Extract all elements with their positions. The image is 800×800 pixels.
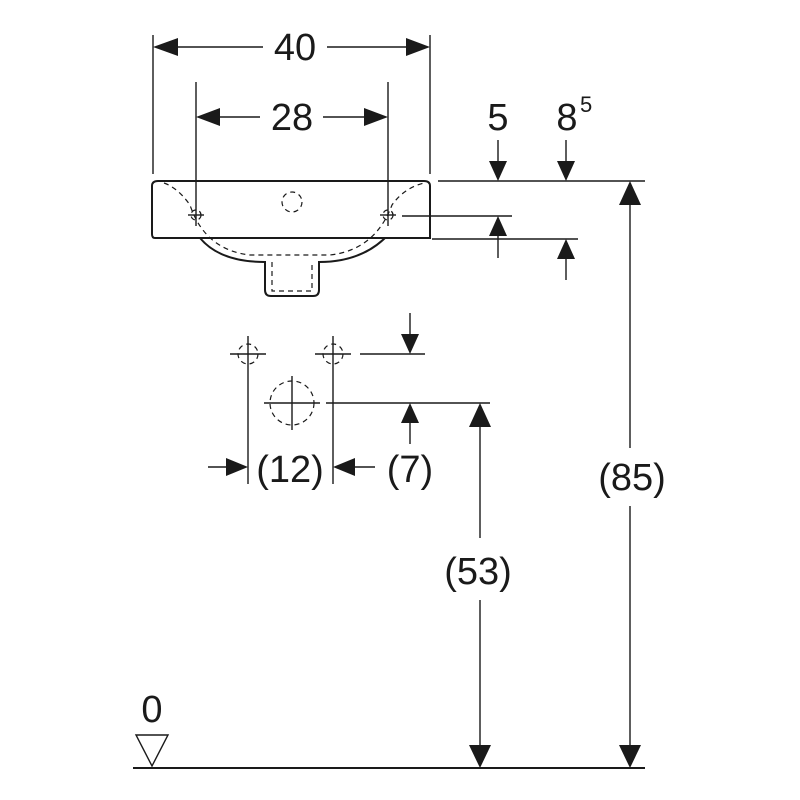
dimension-supply-vertical — [401, 313, 419, 444]
dimension-overall-width: 40 — [152, 27, 431, 174]
waste-height-label: (53) — [444, 551, 512, 593]
rim-offset-label-5: 5 — [487, 97, 508, 139]
dimension-waste-height: (53) — [444, 403, 512, 768]
tap-spacing-label-28: 28 — [271, 97, 313, 139]
floor-level-label: 0 — [141, 689, 162, 731]
rim-height-label: (85) — [598, 457, 666, 499]
dimension-rim-offsets: 5 8 5 — [402, 92, 645, 280]
width-label-40: 40 — [274, 27, 316, 69]
supply-spacing-label: (12) — [256, 449, 324, 491]
rim-offset-label-8-5: 8 — [556, 97, 577, 139]
supply-connection-markers — [230, 336, 490, 430]
dimension-tap-spacing: 28 — [195, 82, 389, 226]
dimension-supply-spacing: (12) (7) — [208, 372, 433, 491]
rim-offset-superscript: 5 — [580, 92, 592, 117]
level-marker: 0 — [134, 689, 170, 768]
supply-offset-label: (7) — [387, 449, 433, 491]
dimension-rim-height: (85) — [598, 181, 666, 768]
